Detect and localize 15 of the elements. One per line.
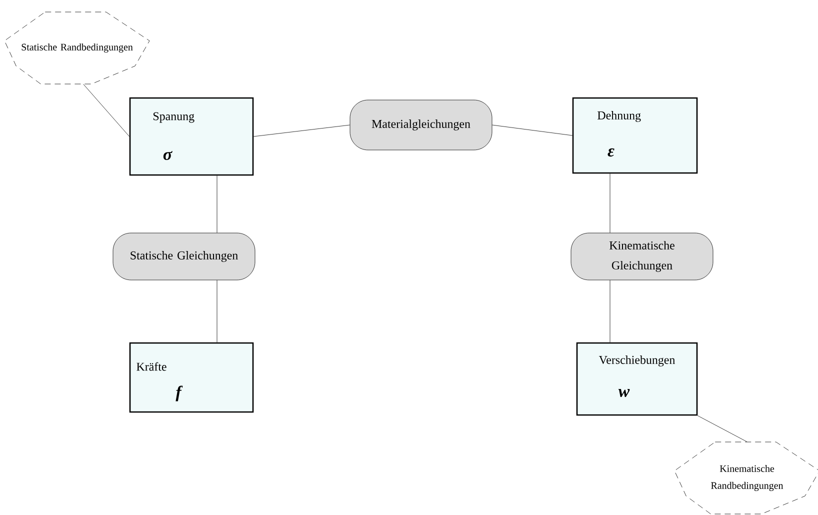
equation-box: Kinematische Gleichungen: [570, 232, 714, 280]
connector-line: [216, 175, 218, 233]
variable-box: Kräfte f: [129, 342, 254, 413]
leader-line: [83, 84, 130, 137]
equation-box: Statische Gleichungen: [112, 232, 256, 280]
variable-box: Spanung σ: [129, 97, 254, 176]
equation-box: Materialgleichungen: [350, 100, 492, 150]
variable-box: Dehnung ε: [572, 97, 698, 174]
boundary-condition-octagon: Statische Randbedingungen: [4, 12, 150, 84]
connector-line: [492, 124, 573, 136]
boundary-condition-octagon: Kinematische Randbedingungen: [674, 442, 818, 514]
connector-line: [216, 280, 218, 343]
connector-line: [253, 124, 350, 137]
leader-line: [697, 415, 748, 442]
variable-box: Verschiebungen w: [576, 342, 698, 416]
